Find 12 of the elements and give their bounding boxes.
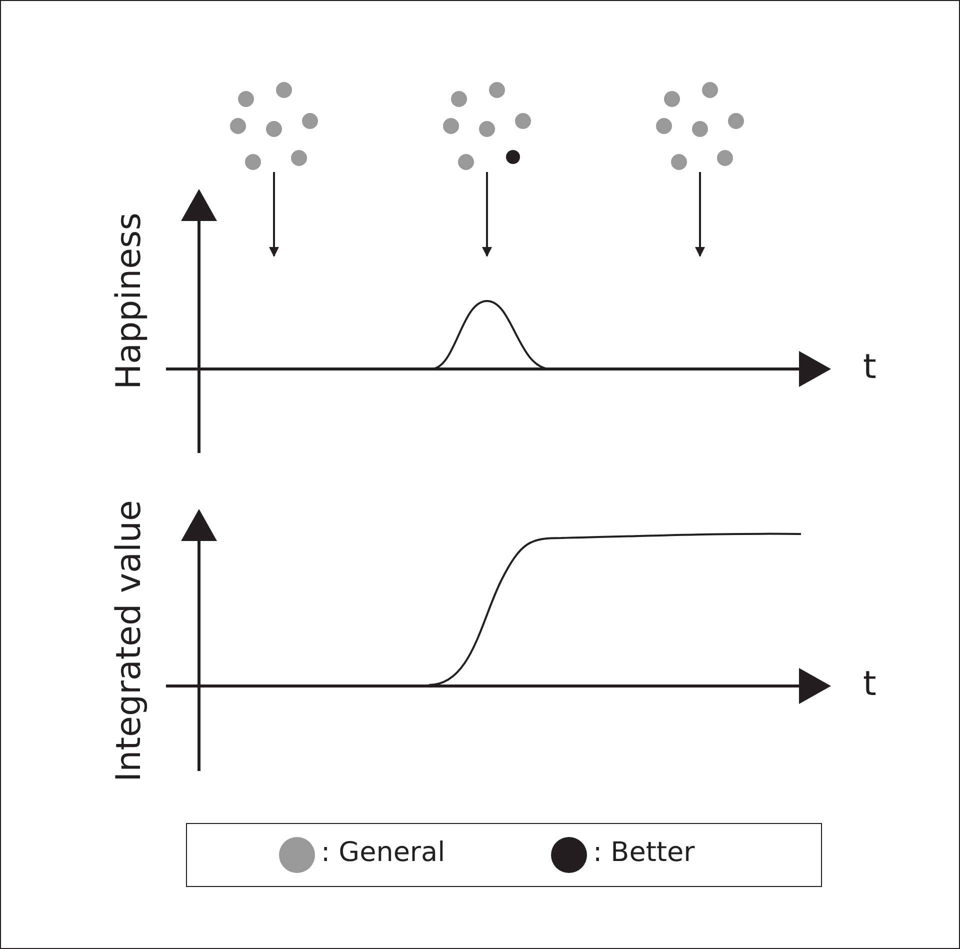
arrow [269,172,279,257]
axis-label: t [863,664,876,704]
dot-cluster-drawing [443,82,531,170]
axis-title: Integrated value [109,500,149,782]
arrow [482,172,492,257]
dot-cluster-drawing [656,82,744,170]
legend-label: : General [321,837,446,868]
dot-cluster-drawing [230,82,318,170]
axis-title: Happiness [109,212,149,390]
legend-label: : Better [593,837,695,868]
arrow [695,172,705,257]
axis-label: t [863,347,876,387]
